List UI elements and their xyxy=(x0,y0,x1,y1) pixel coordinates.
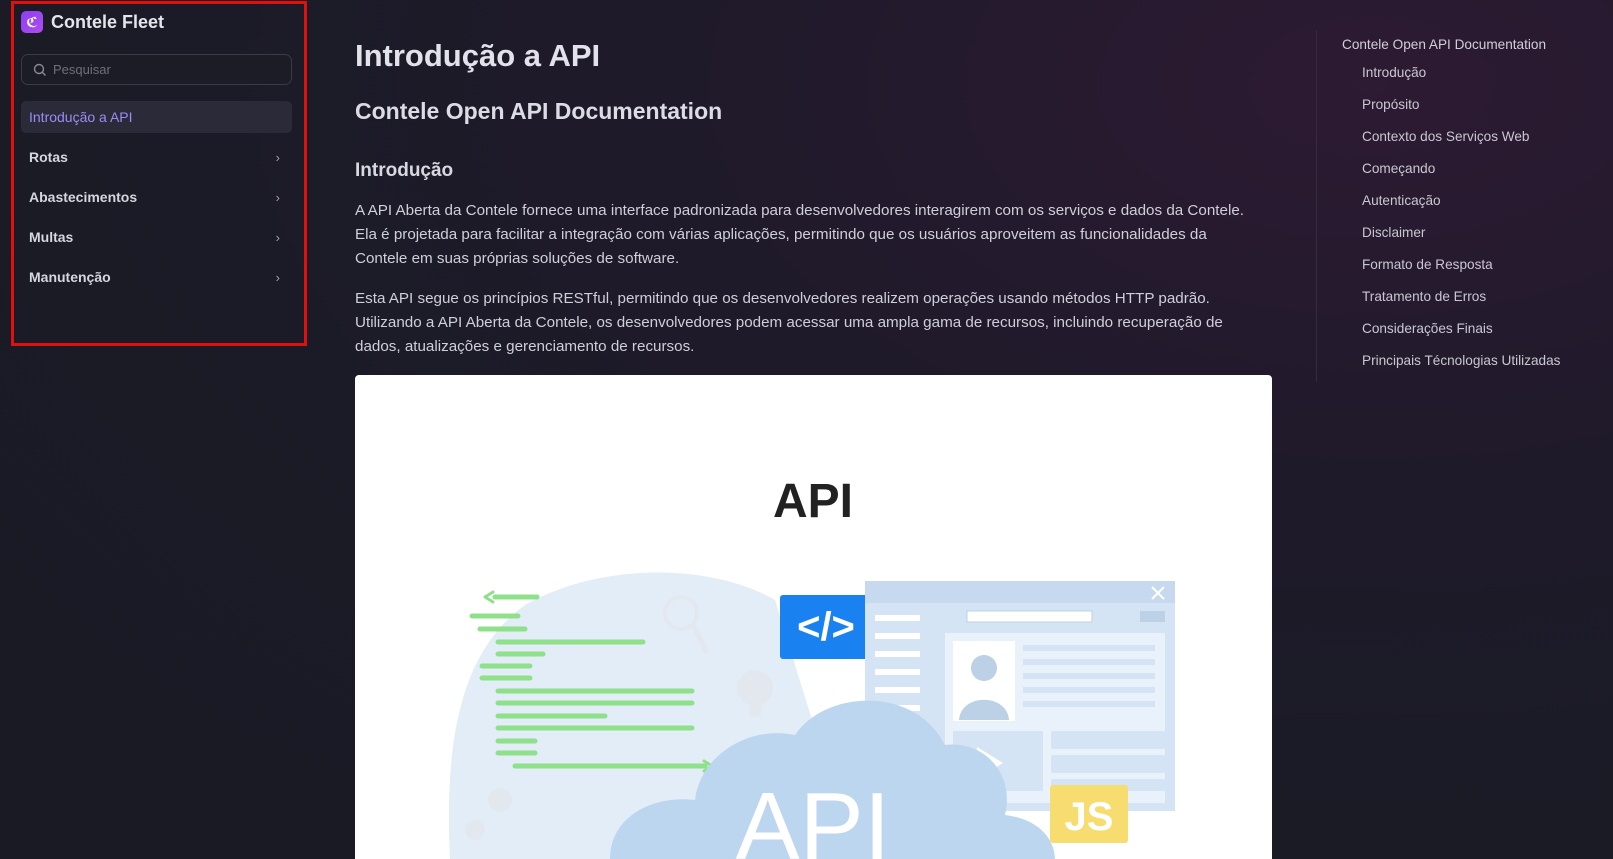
brand[interactable]: ℭ Contele Fleet xyxy=(21,11,164,33)
js-badge-icon xyxy=(1050,785,1128,843)
magnifier-icon xyxy=(663,595,699,631)
gear-icon xyxy=(465,788,512,840)
svg-text:API: API xyxy=(736,773,891,859)
code-lines-graphic xyxy=(469,590,714,773)
sidebar-item-introducao[interactable]: Introdução a API xyxy=(21,101,292,133)
cloud-graphic xyxy=(610,700,1055,859)
sidebar-item-label: Multas xyxy=(29,229,74,245)
sidebar-nav: Introdução a API Rotas › Abastecimentos … xyxy=(21,101,292,301)
code-badge-icon xyxy=(780,595,872,659)
lightbulb-icon xyxy=(737,670,773,706)
toc-link-formato[interactable]: Formato de Resposta xyxy=(1362,257,1493,272)
sidebar-item-label: Abastecimentos xyxy=(29,189,138,205)
chevron-right-icon: › xyxy=(275,269,280,285)
sidebar: ℭ Contele Fleet Introdução a API Rotas ›… xyxy=(11,1,307,346)
toc-link-comecando[interactable]: Começando xyxy=(1362,161,1436,176)
toc-link-erros[interactable]: Tratamento de Erros xyxy=(1362,289,1487,304)
chevron-right-icon: › xyxy=(275,149,280,165)
doc-subtitle: Contele Open API Documentation xyxy=(355,98,723,124)
sidebar-item-label: Rotas xyxy=(29,149,68,165)
svg-text:JS: JS xyxy=(1065,795,1114,839)
sidebar-item-label: Introdução a API xyxy=(29,109,133,125)
search-input[interactable] xyxy=(53,62,273,77)
toc-title-link[interactable]: Contele Open API Documentation xyxy=(1342,37,1547,52)
toc-link-contexto[interactable]: Contexto dos Serviços Web xyxy=(1362,129,1530,144)
svg-text:</>: </> xyxy=(797,605,855,649)
toc-link-proposito[interactable]: Propósito xyxy=(1362,97,1420,112)
page-title: Introdução a API xyxy=(355,38,601,73)
sidebar-item-abastecimentos[interactable]: Abastecimentos › xyxy=(21,181,292,213)
section-heading: Introdução xyxy=(355,160,454,181)
sidebar-item-rotas[interactable]: Rotas › xyxy=(21,141,292,173)
toc-link-disclaimer[interactable]: Disclaimer xyxy=(1362,225,1426,240)
sidebar-item-label: Manutenção xyxy=(29,269,111,285)
table-of-contents: Contele Open API Documentation Introduçã… xyxy=(1316,30,1596,382)
brand-name: Contele Fleet xyxy=(51,11,165,32)
api-illustration-graphic: API xyxy=(448,475,1175,859)
sidebar-item-multas[interactable]: Multas › xyxy=(21,221,292,253)
search-box[interactable] xyxy=(21,54,292,85)
api-illustration: API xyxy=(355,375,1272,859)
toc-link-introducao[interactable]: Introdução xyxy=(1362,65,1427,80)
search-icon xyxy=(33,63,46,76)
sidebar-item-manutencao[interactable]: Manutenção › xyxy=(21,261,292,293)
brand-logo-icon: ℭ xyxy=(21,11,43,33)
chevron-right-icon: › xyxy=(275,229,280,245)
toc-link-consideracoes[interactable]: Considerações Finais xyxy=(1362,321,1493,336)
chevron-right-icon: › xyxy=(275,189,280,205)
illustration-heading: API xyxy=(773,475,853,528)
restful-paragraph: Esta API segue os princípios RESTful, pe… xyxy=(355,290,1223,355)
intro-paragraph: A API Aberta da Contele fornece uma inte… xyxy=(355,202,1244,267)
toc-link-autenticacao[interactable]: Autenticação xyxy=(1362,193,1441,208)
toc-link-tecnologias[interactable]: Principais Técnologias Utilizadas xyxy=(1362,353,1561,368)
